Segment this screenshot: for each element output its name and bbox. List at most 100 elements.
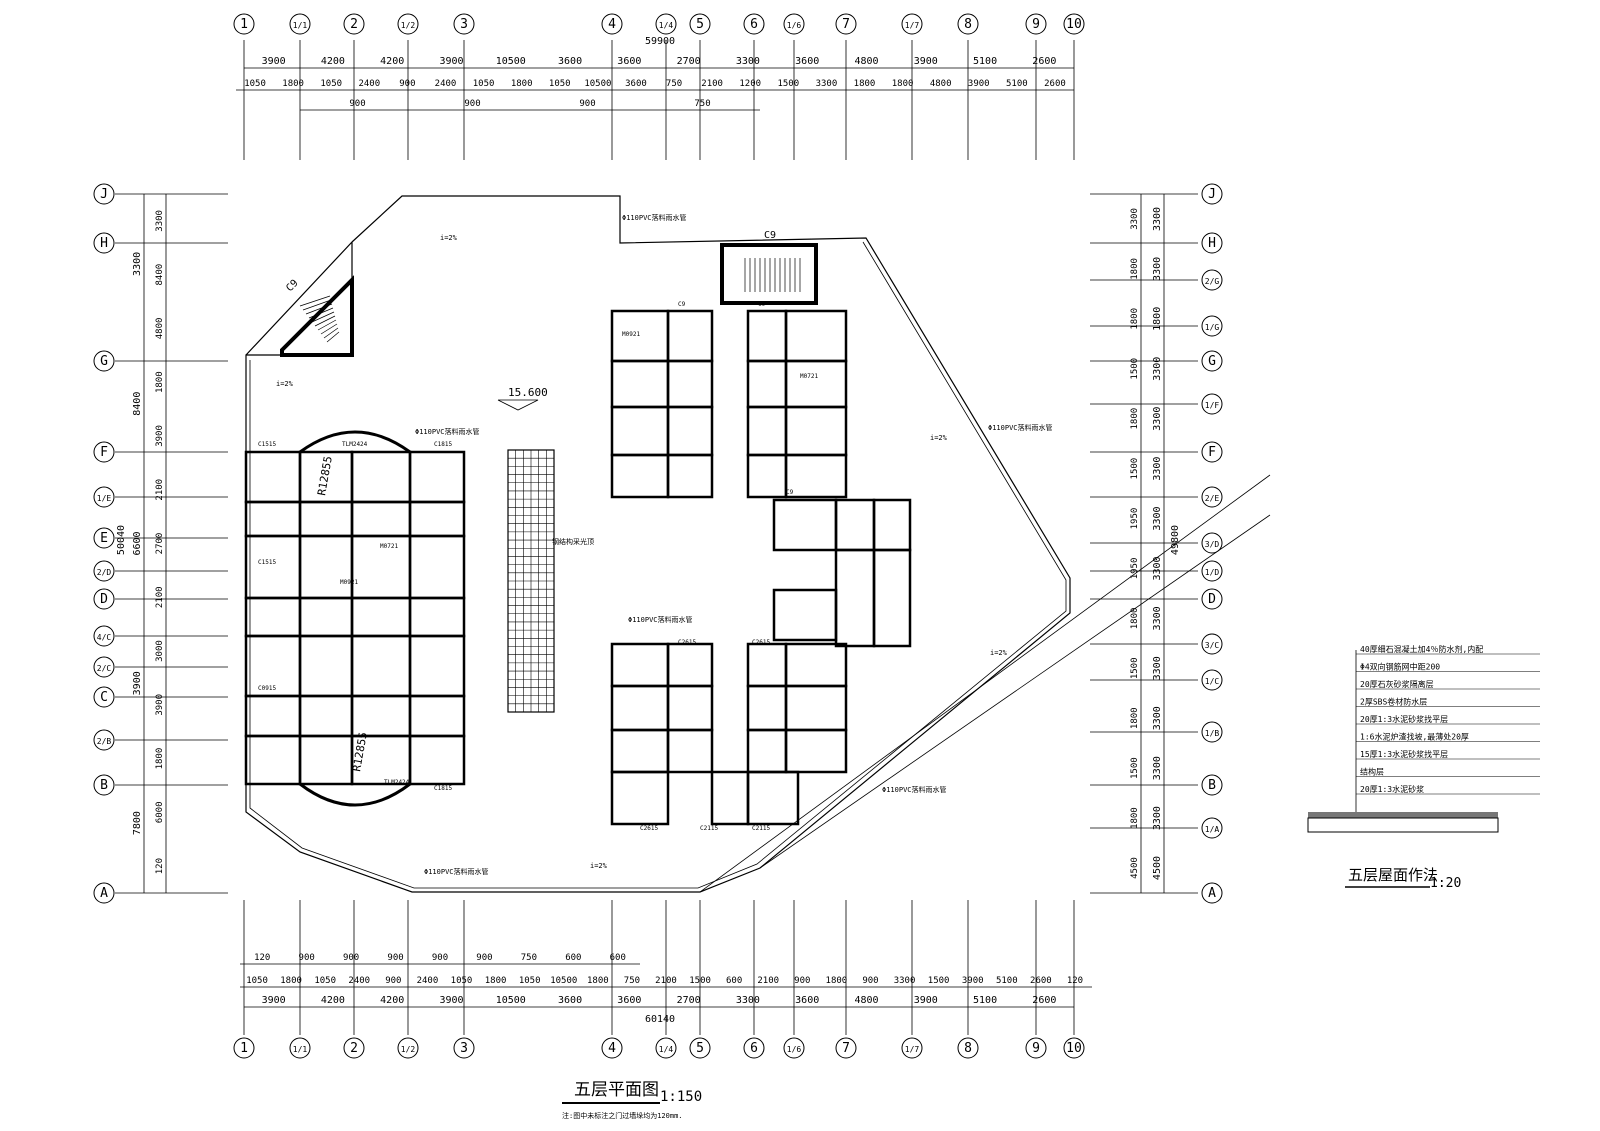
dim-top-2-text: 1800 [854,79,876,89]
right-room-wall [772,498,838,552]
dim-top-2-text: 5100 [1006,79,1028,89]
room-label-c9-left: C9 [284,278,300,294]
dim-top-2-text: 10500 [584,79,611,89]
dim-right-outer-text: 3300 [1152,556,1163,580]
axis-bubble-right-label: 3/C [1205,641,1220,650]
right-room-wall [872,498,912,552]
right-stair-tower [720,243,818,305]
axis-bubble-left-circle [93,882,115,904]
axis-bubble-left-label: B [100,778,108,793]
axis-bubble-bottom-circle [835,1037,857,1059]
right-room-wall [610,728,670,774]
axis-bubble-bottom-circle [783,1037,805,1059]
axis-bubble-right-circle [1201,721,1223,743]
dim-top-3-text: 900 [349,99,365,109]
left-room-wall [408,634,466,698]
right-room-wall [666,405,714,457]
dim-top-1-text: 4200 [380,56,404,67]
axis-bubble-top-circle [901,13,923,35]
dim-right-inner-text: 1800 [1130,308,1140,330]
roof-layer-text: 结构层 [1360,767,1384,777]
dim-top-2-text: 1050 [549,79,571,89]
right-room-label: C2615 [640,825,658,832]
axis-bubble-right-circle [1201,817,1223,839]
dim-top-2-text: 1050 [244,79,266,89]
right-room-label: C2615 [678,639,696,646]
axis-bubble-top-label: 1/7 [905,21,920,30]
dim-top-1-text: 3900 [439,56,463,67]
right-room-label: M0721 [800,373,818,380]
left-room-wall [298,734,354,786]
right-room-wall [746,770,800,826]
axis-bubble-right-circle [1201,441,1223,463]
left-room-wall [298,534,354,600]
axis-bubble-bottom-label: 1 [240,1041,248,1056]
axis-bubble-right-circle [1201,532,1223,554]
drawing-title-block: 五层平面图 1:150 注:图中未标注之门过墙垛均为120mm. [562,1080,702,1120]
dim-right-outer-text: 3300 [1152,606,1163,630]
dim-right-outer-text: 3300 [1152,257,1163,281]
stair-treads [299,295,340,343]
axis-bubble-left-circle [93,560,115,582]
dim-top-2-text: 1050 [320,79,342,89]
left-room-wall [298,500,354,538]
axis-bubble-bottom-label: 6 [750,1041,758,1056]
dim-bottom-3-text: 3900 [439,995,463,1006]
roof-detail-leaders: 40厚细石混凝土加4％防水剂,内配Φ4双向钢筋网中距20020厚石灰砂浆隔离层2… [1355,644,1540,812]
axis-bubble-left-label: 1/E [97,494,112,503]
right-room-wall [784,684,848,732]
dim-left-inner-text: 3000 [155,640,165,662]
stair-tread [308,307,334,319]
dim-top-1-text: 5100 [973,56,997,67]
radius-label-upper: R12855 [315,455,335,496]
dim-right-outer-text: 1800 [1152,307,1163,331]
dim-right-outer-text: 3300 [1152,407,1163,431]
stair-tread [299,295,331,307]
dim-left-inner-text: 3900 [155,425,165,447]
dim-bottom-1-text: 900 [343,953,359,963]
axis-bubble-right-circle [1201,183,1223,205]
right-room-wall [666,453,714,499]
dim-top-2-text: 2400 [358,79,380,89]
roof-parapet-inner [249,241,1067,889]
right-room-wall [610,770,670,826]
axis-bubble-top-label: 10 [1066,17,1082,32]
axis-bubble-left-label: A [100,886,108,901]
stair-tower-wall [720,243,818,305]
dim-top-2-text: 1800 [282,79,304,89]
dim-bottom-3-text: 3600 [558,995,582,1006]
axis-bubble-right-label: J [1208,187,1216,202]
dim-top-1-text: 3600 [795,56,819,67]
dim-right-inner-text: 4500 [1130,857,1140,879]
left-room-wall [408,500,466,538]
stair-tread [317,319,337,331]
left-room-wall [350,596,412,638]
axis-bubble-left-label: F [100,445,108,460]
right-room-wall [666,359,714,409]
left-room-wall [244,596,302,638]
diagonal-line-b [759,514,1271,869]
dim-right-inner-text: 1500 [1130,657,1140,679]
dim-bottom-2-text: 900 [794,976,810,986]
dim-top-2-text: 1800 [511,79,533,89]
dim-top-1-text: 2600 [1032,56,1056,67]
axis-bubble-left-circle [93,774,115,796]
axis-bubble-right-circle [1201,882,1223,904]
right-room-wall [746,684,788,732]
dim-top-1-text: 10500 [496,56,526,67]
axis-bubble-right-circle [1201,669,1223,691]
axis-bubble-bottom-circle [397,1037,419,1059]
right-room-wall [784,728,848,774]
left-room-wall [244,694,302,738]
axis-bubble-top-circle [1025,13,1047,35]
axis-bubble-top-circle [233,13,255,35]
dim-top-2-text: 2600 [1044,79,1066,89]
diagonal-line-a [699,474,1271,893]
slope-label-4: i=2% [590,862,608,870]
roof-layer-text: 15厚1:3水泥砂浆找平层 [1360,749,1448,759]
dim-left-inner-text: 6000 [155,802,165,824]
dim-top-2-text: 750 [666,79,682,89]
axis-bubble-top-circle [453,13,475,35]
